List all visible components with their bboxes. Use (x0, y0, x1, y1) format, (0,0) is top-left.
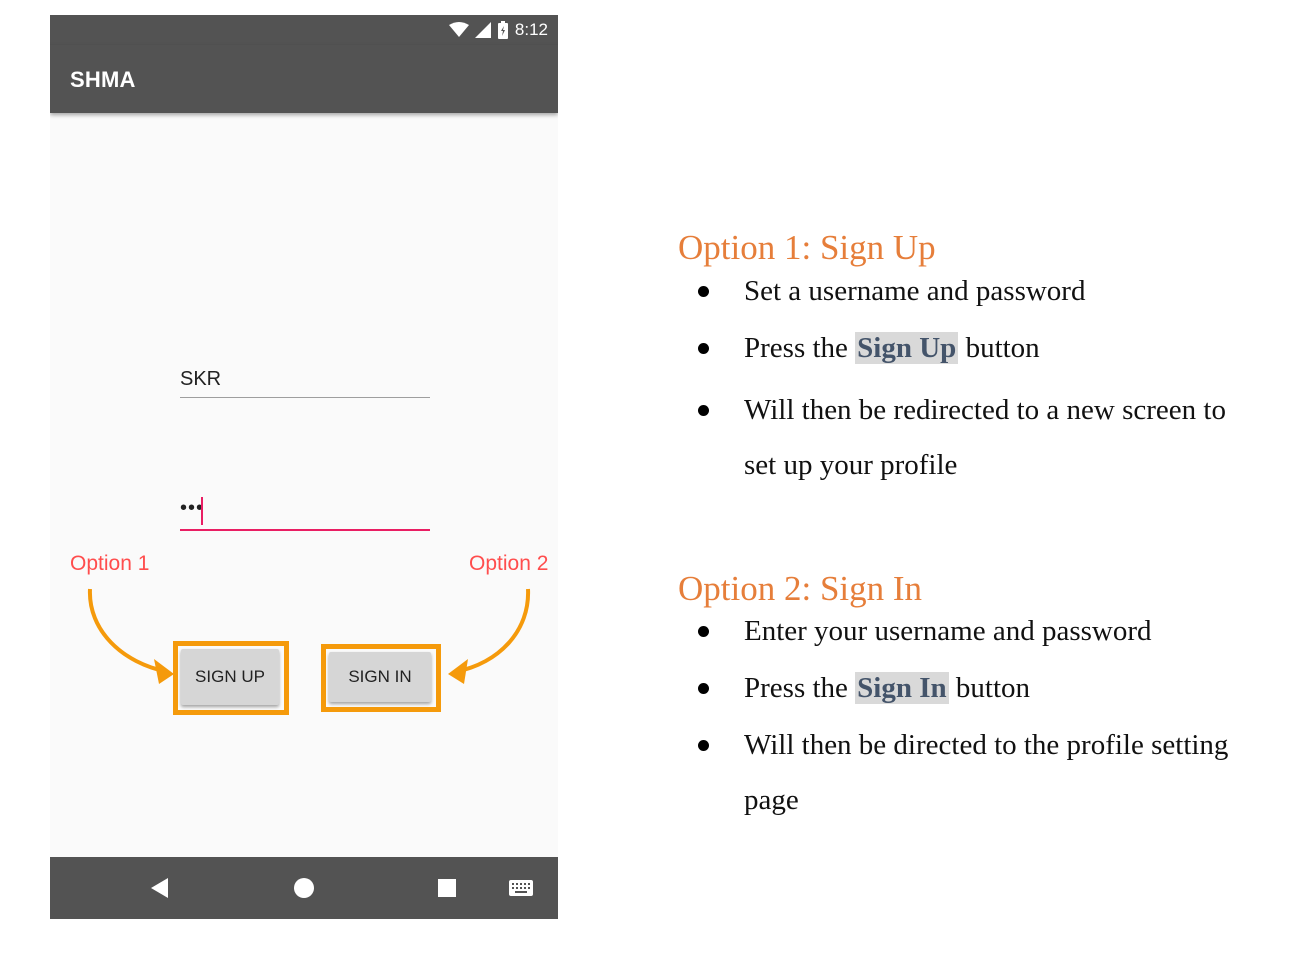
recents-icon (438, 879, 456, 897)
option1-signup-highlight: Sign Up (855, 332, 959, 364)
arrow-option-1-head (154, 659, 174, 684)
arrow-option-2 (454, 588, 531, 674)
battery-icon (497, 21, 508, 39)
home-icon (294, 878, 314, 898)
recents-button[interactable] (432, 857, 462, 919)
home-button[interactable] (289, 857, 319, 919)
arrow-option-1 (87, 588, 169, 674)
signup-highlight-frame (173, 641, 289, 715)
bullet-dot (698, 740, 709, 751)
annotation-arrows (87, 588, 531, 684)
signin-highlight-frame (321, 644, 441, 712)
bullet-dot (698, 683, 709, 694)
arrow-option-2-head (448, 659, 468, 684)
app-bar: SHMA (50, 45, 558, 113)
keyboard-button[interactable] (506, 857, 536, 919)
phone-screenshot: 8:12 SHMA SKR ••• Option 1 Option 2 SIGN… (50, 15, 558, 919)
option1-bullet-2-post: button (958, 332, 1040, 364)
annotation-option-2: Option 2 (469, 552, 549, 575)
signup-button[interactable]: SIGN UP (181, 649, 279, 705)
bullet-dot (698, 626, 709, 637)
option2-bullet-2-pre: Press the (744, 672, 856, 704)
password-underline (180, 529, 430, 531)
annotation-option-1: Option 1 (70, 552, 150, 575)
username-value: SKR (180, 368, 222, 390)
option1-bullet-3-text: Will then be redirected to a new screen … (744, 394, 1226, 481)
bullet-dot (698, 286, 709, 297)
option2-bullet-2-post: button (948, 672, 1031, 704)
option2-bullet-3-text: Will then be directed to the profile set… (744, 729, 1229, 816)
back-button[interactable] (145, 857, 175, 919)
navigation-bar (50, 857, 558, 919)
signin-button[interactable]: SIGN IN (329, 652, 431, 702)
bullet-dot (698, 343, 709, 354)
signal-icon (474, 22, 491, 38)
status-bar: 8:12 (50, 15, 558, 45)
status-time: 8:12 (514, 20, 548, 39)
option1-heading: Option 1: Sign Up (678, 228, 936, 267)
option2-heading: Option 2: Sign In (678, 569, 923, 608)
option1-bullet-2-pre: Press the (744, 332, 856, 364)
password-value: ••• (180, 497, 205, 519)
app-title: SHMA (70, 67, 136, 92)
option2-bullet-1-text: Enter your username and password (744, 615, 1152, 647)
back-icon (151, 878, 168, 898)
wifi-icon (448, 22, 469, 37)
keyboard-icon (509, 880, 533, 896)
option2-signin-highlight: Sign In (855, 672, 949, 704)
bullet-dot (698, 405, 709, 416)
option1-bullet-1-text: Set a username and password (744, 275, 1086, 307)
username-underline (180, 397, 430, 398)
text-cursor (201, 497, 203, 525)
